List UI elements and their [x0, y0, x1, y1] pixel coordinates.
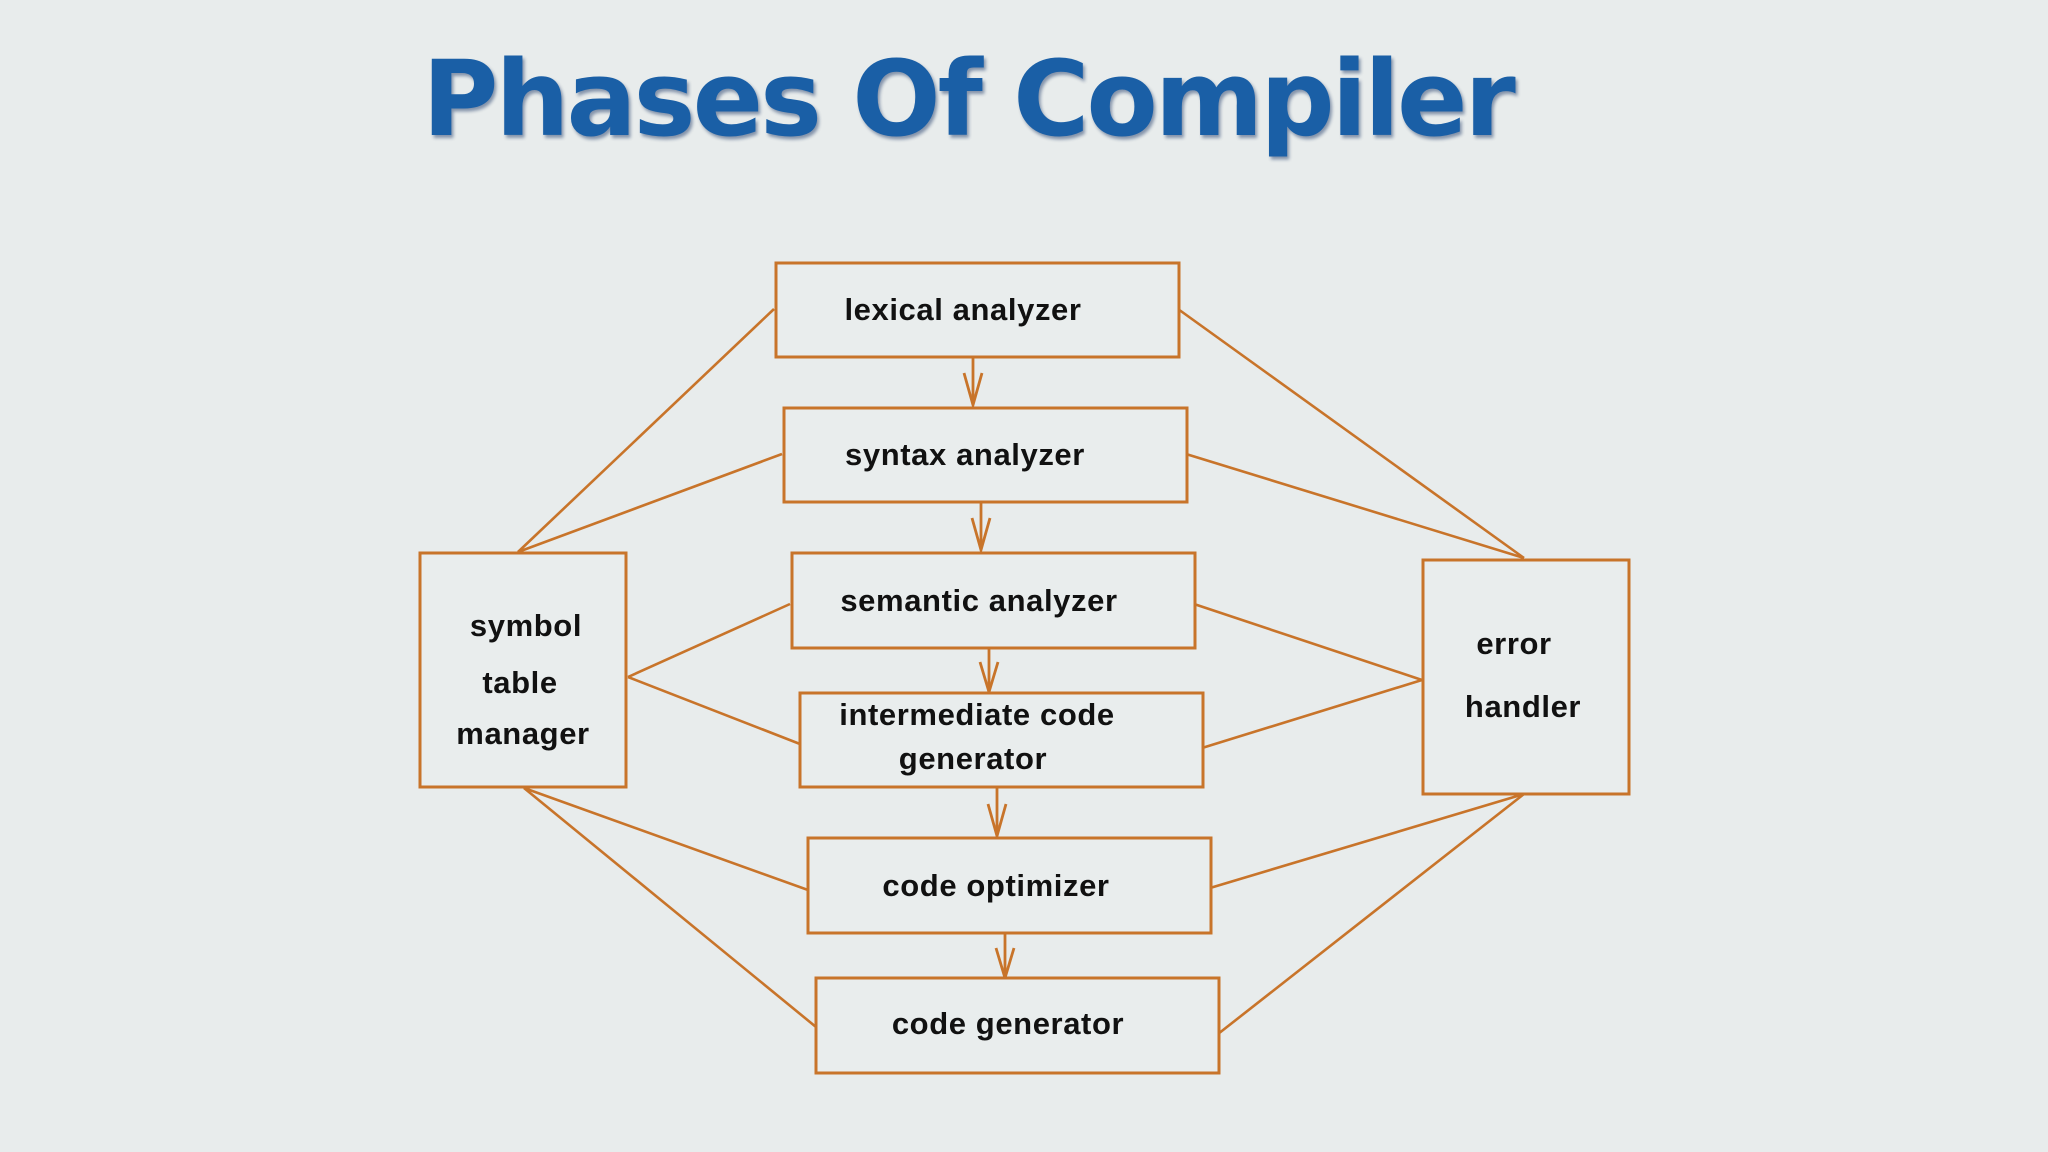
symbol-table-manager-box: symbol table manager: [418, 551, 628, 789]
connector-error-syntax: [1185, 452, 1525, 560]
connector-symbol-optimizer: [523, 786, 809, 892]
phase-label-codegen: code generator: [892, 1006, 1124, 1041]
phase-boxes: lexical analyzer syntax analyzer semanti…: [774, 261, 1221, 1075]
arrow-optimizer-to-codegen: [994, 934, 1016, 983]
phase-box-code-optimizer: code optimizer: [806, 836, 1213, 935]
connector-symbol-lexical: [517, 308, 775, 553]
phase-box-semantic-analyzer: semantic analyzer: [790, 551, 1197, 650]
symbol-table-label-line2: table: [482, 665, 557, 700]
symbol-table-label-line1: symbol: [470, 608, 582, 643]
phase-label-syntax: syntax analyzer: [845, 437, 1085, 472]
phase-label-semantic: semantic analyzer: [840, 583, 1117, 618]
connector-error-lexical: [1177, 307, 1525, 560]
connector-error-intermediate: [1201, 678, 1423, 750]
phase-box-code-generator: code generator: [814, 976, 1221, 1075]
arrow-syntax-to-semantic: [970, 503, 992, 556]
connector-error-semantic: [1193, 602, 1423, 682]
connector-symbol-codegen: [523, 786, 817, 1029]
phase-box-lexical-analyzer: lexical analyzer: [774, 261, 1181, 359]
connector-symbol-semantic: [627, 602, 791, 679]
arrow-semantic-to-intermediate: [978, 649, 1000, 697]
connector-symbol-syntax: [517, 452, 783, 554]
phase-box-syntax-analyzer: syntax analyzer: [782, 406, 1189, 504]
side-boxes: symbol table manager error handler: [418, 551, 1631, 796]
phase-label-lexical: lexical analyzer: [844, 292, 1081, 327]
arrow-lexical-to-syntax: [962, 358, 984, 411]
phase-label-optimizer: code optimizer: [882, 868, 1109, 903]
phase-label-intermediate-line1: intermediate code: [839, 697, 1115, 732]
connector-error-codegen: [1217, 792, 1525, 1036]
phase-label-intermediate-line2: generator: [899, 741, 1047, 776]
phase-box-intermediate-code-generator: intermediate code generator: [798, 691, 1205, 789]
connector-lines: [517, 307, 1525, 1036]
symbol-table-label-line3: manager: [456, 716, 589, 751]
error-handler-box: error handler: [1421, 558, 1631, 796]
error-handler-label-line2: handler: [1465, 689, 1581, 724]
error-handler-label-line1: error: [1476, 626, 1551, 661]
arrow-intermediate-to-optimizer: [986, 788, 1008, 842]
connector-symbol-intermediate: [627, 675, 801, 746]
page-title: Phases Of Compiler: [422, 38, 1516, 160]
connector-error-optimizer: [1209, 792, 1525, 890]
